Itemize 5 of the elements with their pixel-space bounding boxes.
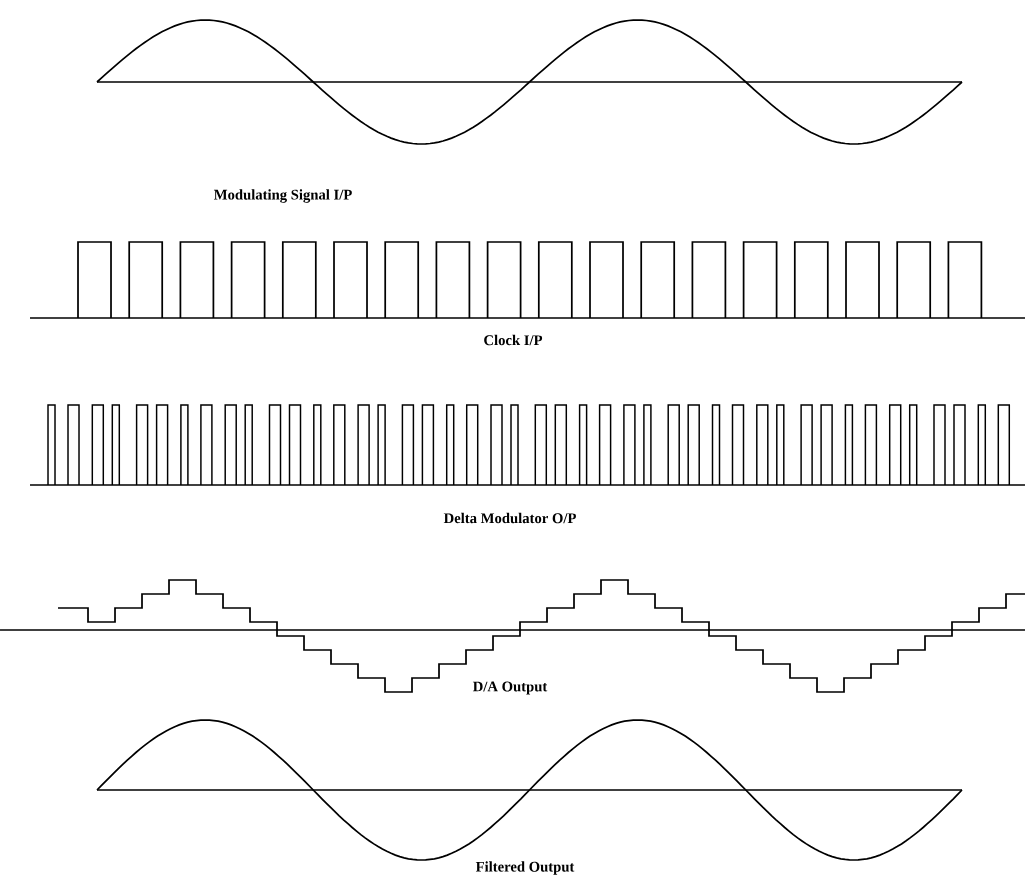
waveform-label: D/A Output bbox=[472, 681, 548, 695]
waveform-label: Delta Modulator O/P bbox=[443, 512, 576, 524]
waveform-label: Filtered Output bbox=[475, 861, 575, 875]
waveform-label: Modulating Signal I/P bbox=[214, 189, 352, 203]
waveform-label: Clock I/P bbox=[484, 334, 543, 346]
